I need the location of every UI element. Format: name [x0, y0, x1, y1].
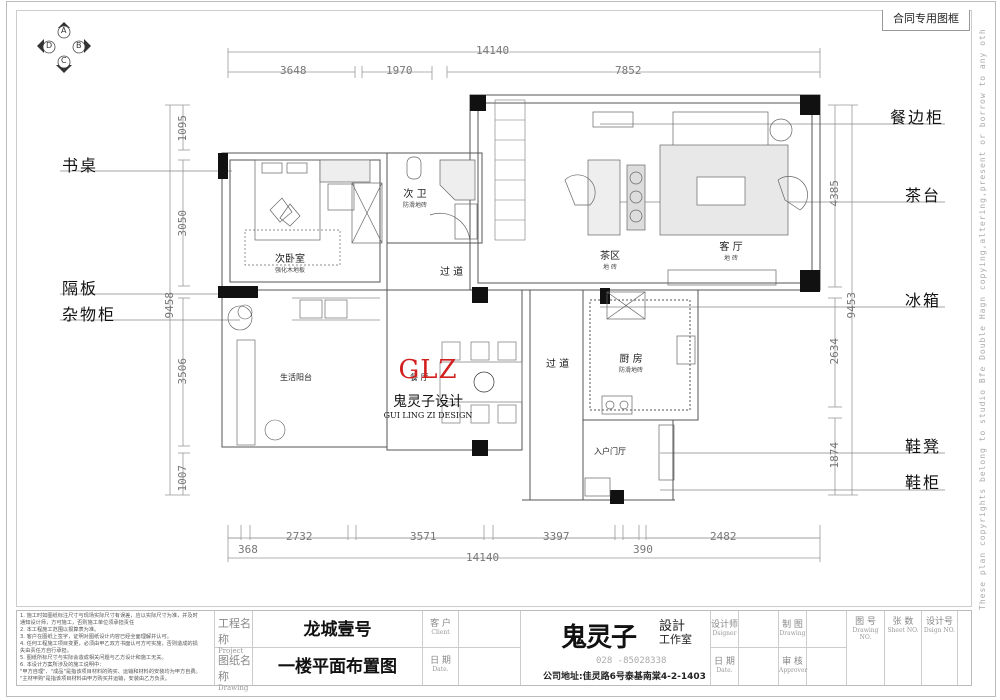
- date-value: [459, 648, 521, 685]
- room-dining: 餐 厅: [410, 373, 429, 382]
- room-service-balcony: 生活阳台: [280, 373, 312, 382]
- dim-top-1: 3648: [280, 64, 307, 77]
- dim-top-2: 1970: [386, 64, 413, 77]
- callout-desk: 书桌: [62, 156, 99, 175]
- contract-frame-tag: 合同专用图框: [882, 10, 970, 31]
- dim-left-total: 9458: [163, 292, 176, 319]
- outer-frame: [6, 1, 996, 697]
- dim-bottom-6: 2482: [710, 530, 737, 543]
- date-label-cell: 日 期 Date.: [423, 648, 459, 685]
- glz-logo: GLZ: [398, 355, 458, 385]
- compass-icon: A B C D: [34, 20, 94, 75]
- approver-label-cell: 审 核 Approver: [779, 648, 807, 685]
- dim-left-3: 3506: [176, 358, 189, 385]
- room-second-bedroom: 次卧室 强化木地板: [274, 254, 305, 274]
- project-name: 龙城壹号: [253, 611, 423, 648]
- drawing-name: 一楼平面布置图: [253, 648, 423, 685]
- dim-left-1: 1095: [176, 115, 189, 142]
- room-corridor-2: 过 道: [546, 359, 570, 370]
- dim-left-4: 1007: [176, 465, 189, 492]
- studio-address: 公司地址:佳灵路6号泰基南棠4-2-1403: [543, 672, 706, 682]
- date2-label-cell: 日 期 Date.: [711, 648, 739, 685]
- room-living-room: 客 厅 地 砖: [719, 242, 743, 262]
- title-block: 1. 施工时如图纸标注尺寸与现场实际尺寸有误差，应以实际尺寸为准，并及时 通知设…: [16, 610, 972, 692]
- designer-value: [739, 611, 779, 648]
- approver-value: [807, 648, 847, 685]
- studio-brand-cell: 鬼灵子 設計 工作室 028 -85028338 公司地址:佳灵路6号泰基南棠4…: [521, 611, 711, 685]
- dim-bottom-4: 3397: [543, 530, 570, 543]
- drawing-frame: [16, 10, 972, 607]
- callout-sideboard: 餐边柜: [890, 108, 945, 127]
- client-value: [459, 611, 521, 648]
- dim-top-total: 14140: [476, 44, 510, 57]
- dim-bottom-total: 14140: [466, 551, 500, 564]
- design-no-cell: 设计号 Dsign NO.: [922, 611, 958, 685]
- callout-storage-cabinet: 杂物柜: [62, 305, 117, 324]
- client-label-cell: 客 户 Client: [423, 611, 459, 648]
- construction-notes: 1. 施工时如图纸标注尺寸与现场实际尺寸有误差，应以实际尺寸为准，并及时 通知设…: [17, 611, 215, 685]
- dim-right-total: 9453: [845, 292, 858, 319]
- drafting-label-cell: 制 图 Drawing: [779, 611, 807, 648]
- dim-right-1: 4385: [828, 180, 841, 207]
- compass-d: D: [46, 41, 53, 50]
- dim-top-3: 7852: [615, 64, 642, 77]
- project-label-cell: 工程名称 Project: [215, 611, 253, 655]
- dim-left-2: 3050: [176, 210, 189, 237]
- drafting-value: [807, 611, 847, 648]
- date2-value: [739, 648, 779, 685]
- callout-tea-table: 茶台: [905, 186, 942, 205]
- callout-partition: 隔板: [62, 279, 99, 298]
- room-entrance-hall: 入户门厅: [594, 447, 626, 456]
- compass-a: A: [61, 26, 67, 35]
- dim-bottom-1: 368: [238, 543, 258, 556]
- dim-right-2: 2634: [828, 338, 841, 365]
- floor-plan-drawing: [60, 48, 945, 562]
- drawing-no-cell: 图 号 Drawing NO.: [847, 611, 885, 685]
- dim-bottom-5: 390: [633, 543, 653, 556]
- callout-shoe-bench: 鞋凳: [905, 437, 942, 456]
- studio-watermark: GLZ 鬼灵子设计 GUI LING ZI DESIGN: [383, 355, 473, 420]
- compass-c: C: [61, 56, 67, 65]
- room-tea-area: 茶区 地 砖: [600, 251, 620, 271]
- designer-label-cell: 设计师 Dsigner: [711, 611, 739, 648]
- sheet-no-cell: 张 数 Sheet NO.: [885, 611, 922, 685]
- callout-shoe-cabinet: 鞋柜: [905, 473, 942, 492]
- drawing-label-cell: 图纸名称 Drawing: [215, 648, 253, 692]
- room-kitchen: 厨 房 防滑地砖: [618, 354, 643, 374]
- studio-logo: 鬼灵子: [561, 623, 637, 653]
- studio-phone: 028 -85028338: [596, 656, 667, 666]
- room-second-bathroom: 次 卫 防滑地砖: [402, 189, 427, 209]
- room-corridor-1: 过 道: [440, 267, 464, 278]
- dim-bottom-2: 2732: [286, 530, 313, 543]
- dim-bottom-3: 3571: [410, 530, 437, 543]
- compass-b: B: [76, 41, 82, 50]
- callout-fridge: 冰箱: [905, 291, 942, 310]
- dim-right-3: 1874: [828, 442, 841, 469]
